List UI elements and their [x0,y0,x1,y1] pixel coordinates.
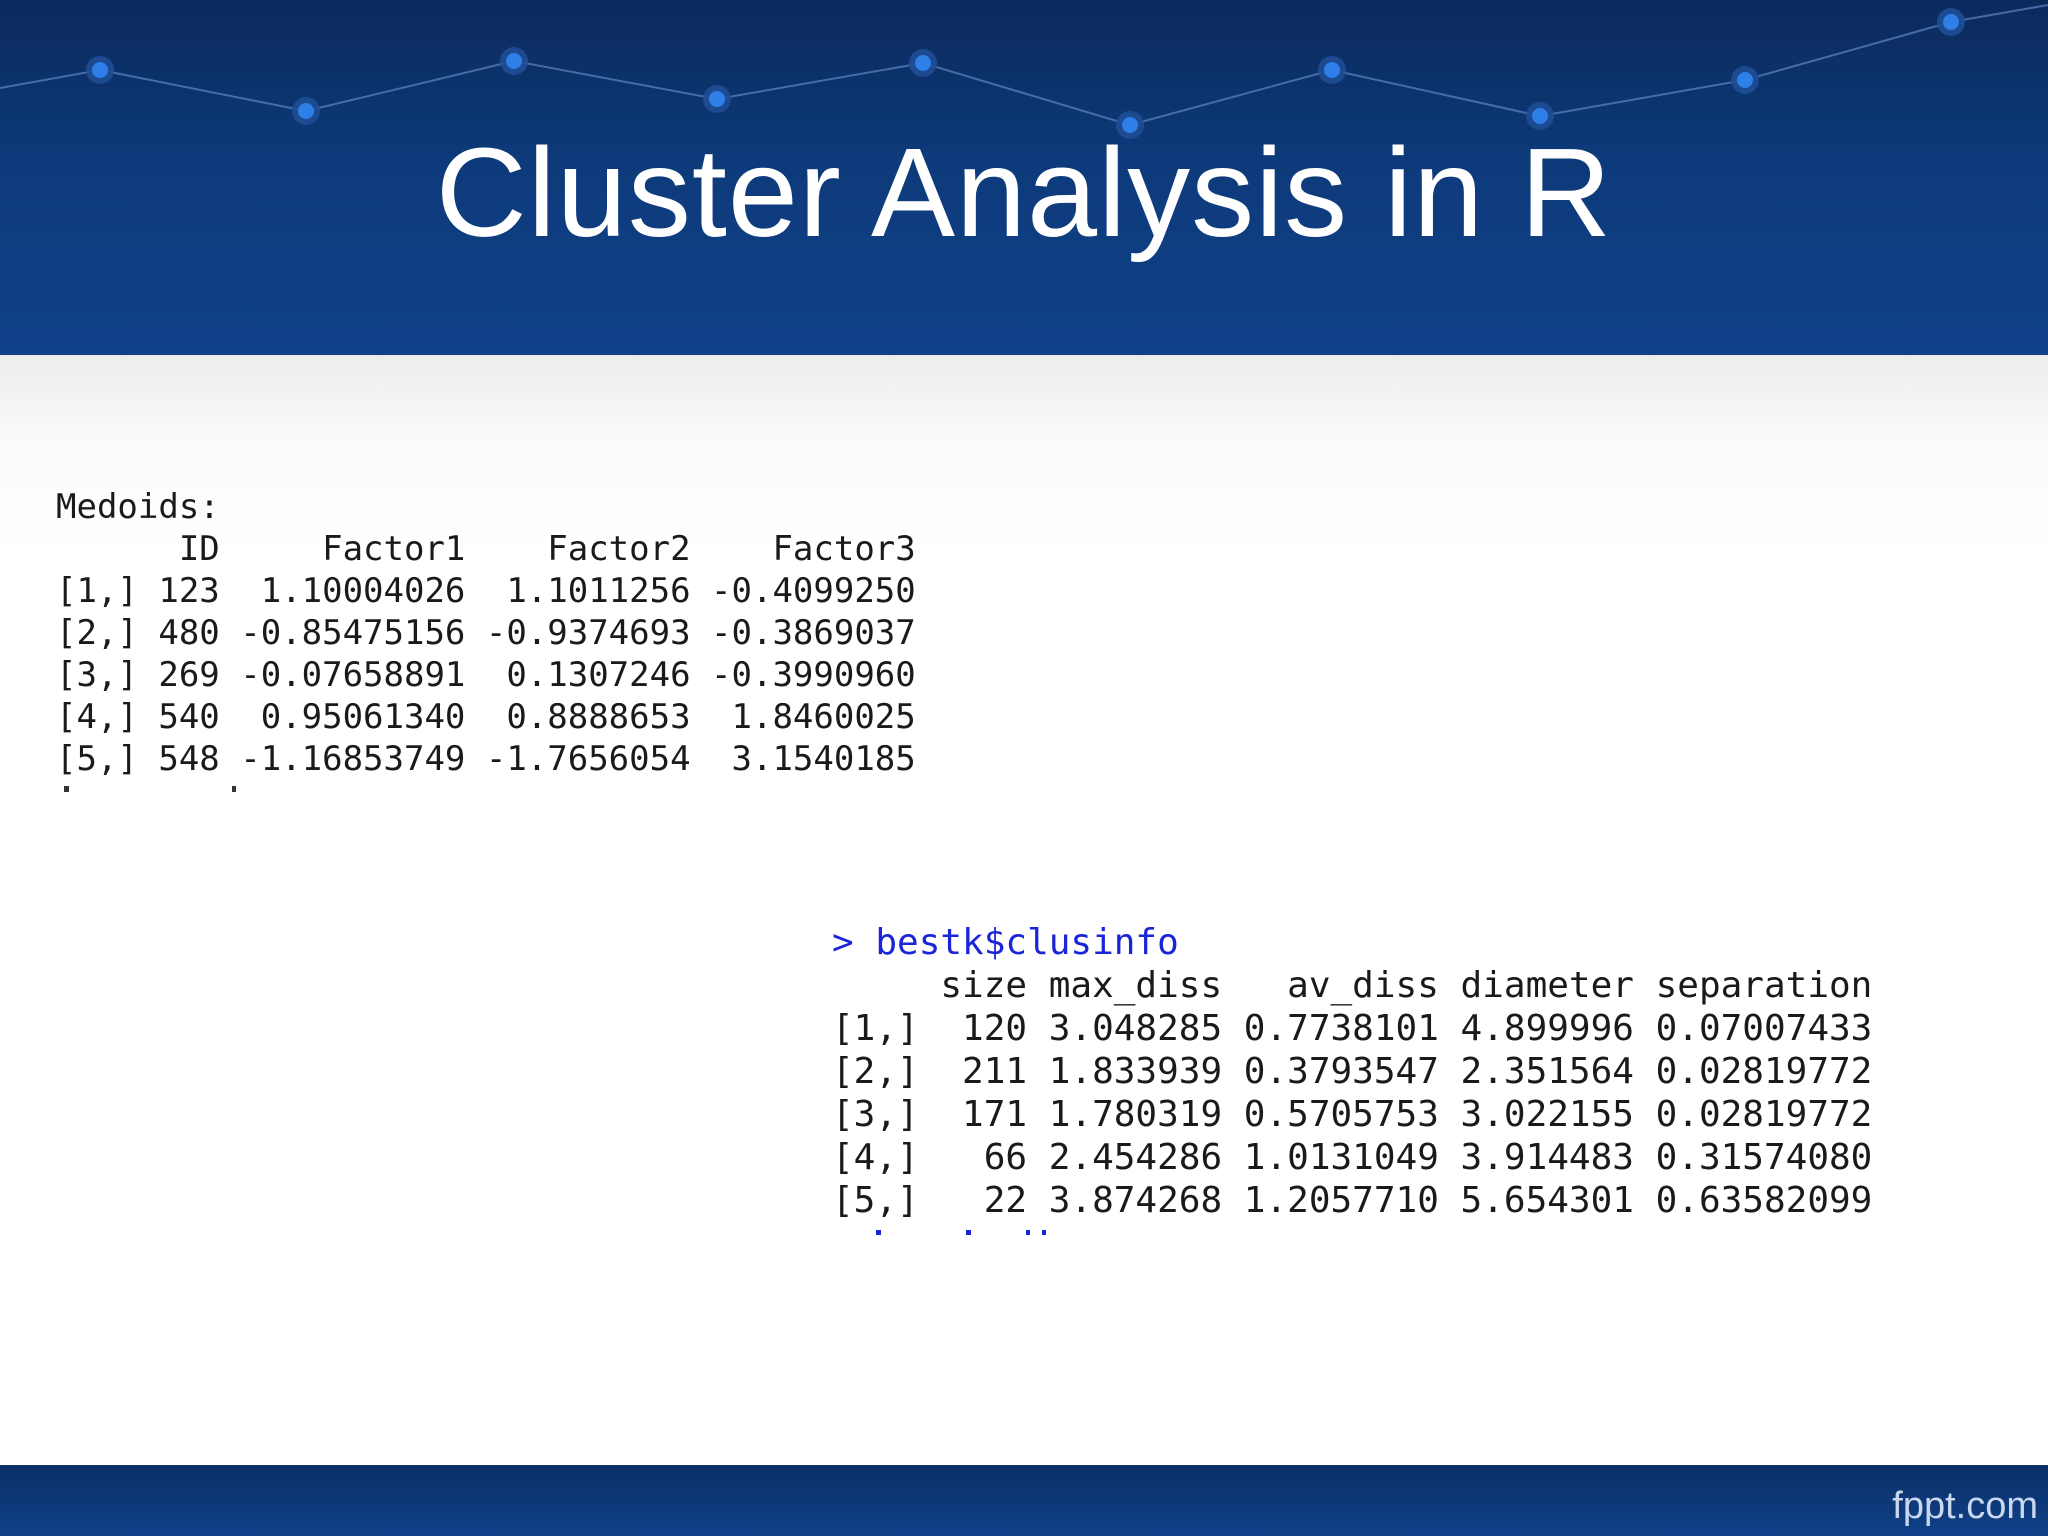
network-decoration [0,4,2048,139]
medoids-output: Medoids: ID Factor1 Factor2 Factor3[1,] … [56,486,916,780]
slide-header: Cluster Analysis in R [0,0,2048,355]
medoids-header-row: ID Factor1 Factor2 Factor3 [56,529,916,569]
clusinfo-header-row: size max_diss av_diss diameter separatio… [832,965,1873,1006]
medoids-row: [3,] 269 -0.07658891 0.1307246 -0.399096… [56,655,916,695]
medoids-row: [1,] 123 1.10004026 1.1011256 -0.4099250 [56,571,916,611]
brand-watermark: fppt.com [1892,1485,2038,1527]
clusinfo-output: > bestk$clusinfo size max_diss av_diss d… [832,921,1872,1222]
medoids-row: [5,] 548 -1.16853749 -1.7656054 3.154018… [56,739,916,779]
network-nodes [86,8,1965,139]
slide-footer: fppt.com [0,1465,2048,1536]
clusinfo-row: [5,] 22 3.874268 1.2057710 5.654301 0.63… [832,1180,1873,1221]
truncated-prompt-fragment [876,1230,1046,1235]
clusinfo-command: > bestk$clusinfo [832,922,1179,963]
clusinfo-row: [2,] 211 1.833939 0.3793547 2.351564 0.0… [832,1051,1873,1092]
slide-body [0,355,2048,1465]
slide-title: Cluster Analysis in R [435,122,1613,263]
medoids-heading: Medoids: [56,487,220,527]
clusinfo-row: [3,] 171 1.780319 0.5705753 3.022155 0.0… [832,1094,1873,1135]
clusinfo-row: [1,] 120 3.048285 0.7738101 4.899996 0.0… [832,1008,1873,1049]
truncated-line-fragment [64,786,236,792]
clusinfo-row: [4,] 66 2.454286 1.0131049 3.914483 0.31… [832,1137,1873,1178]
medoids-row: [4,] 540 0.95061340 0.8888653 1.8460025 [56,697,916,737]
medoids-row: [2,] 480 -0.85475156 -0.9374693 -0.38690… [56,613,916,653]
